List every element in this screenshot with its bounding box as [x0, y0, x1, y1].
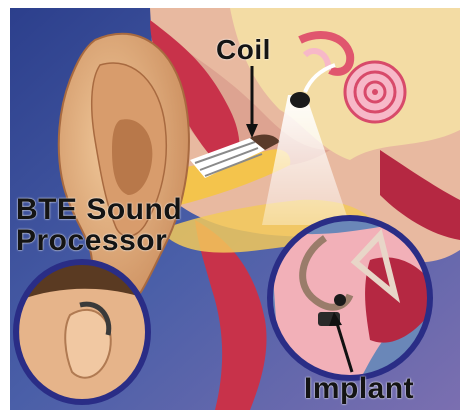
implant-label: Implant	[304, 372, 414, 406]
bte-sound-processor-label: BTE Sound Processor	[16, 194, 182, 256]
coil-label: Coil	[216, 34, 271, 66]
bte-processor-icon	[65, 304, 111, 378]
bte-label-line-2: Processor	[16, 225, 182, 256]
bte-label-line-1: BTE Sound	[16, 194, 182, 225]
